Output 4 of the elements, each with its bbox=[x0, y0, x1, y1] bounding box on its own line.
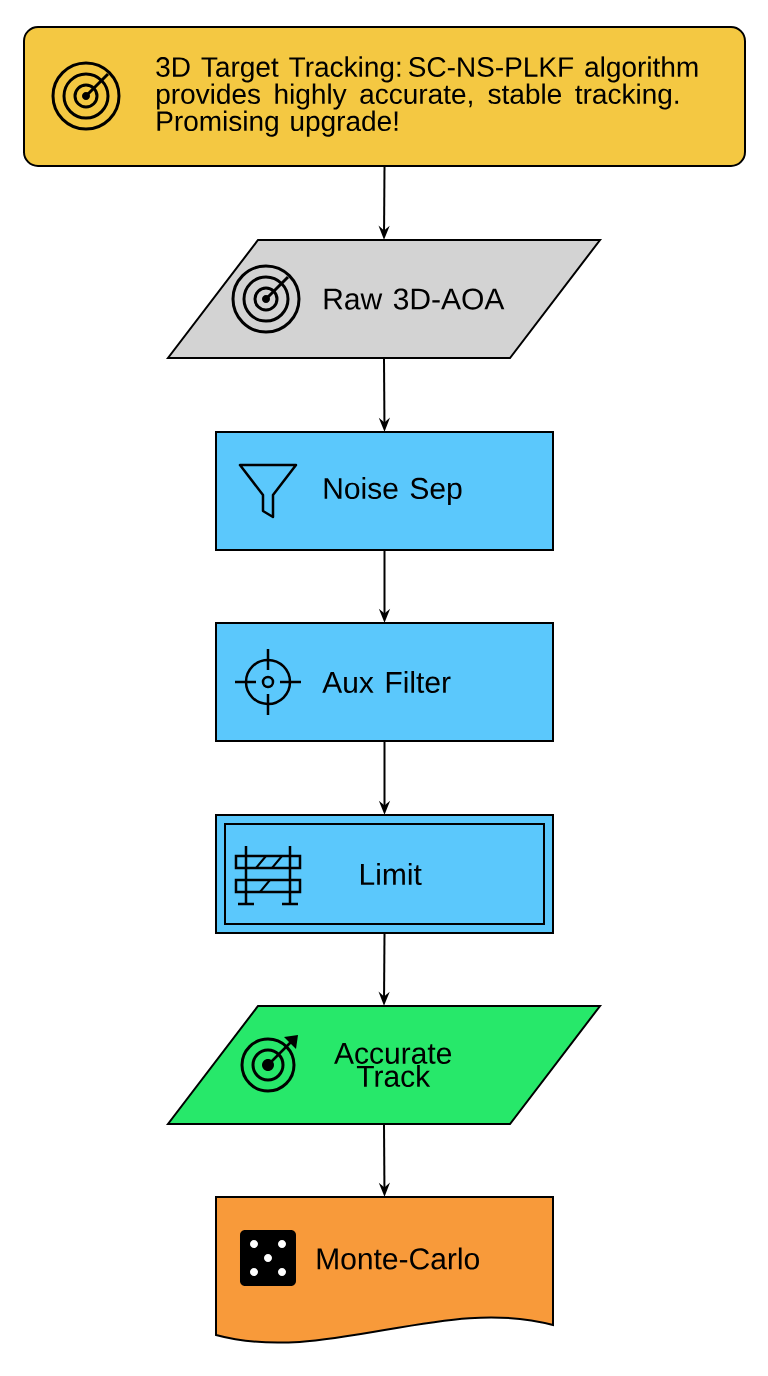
process-box: Noise Sep bbox=[215, 431, 554, 551]
subprocess-box: Limit bbox=[215, 814, 554, 934]
process-box: Aux Filter bbox=[215, 622, 554, 742]
title-box: 3D Target Tracking: SC-NS-PLKF algorithm provides highly accurate, stable tracking. Promising upgrade! bbox=[23, 26, 746, 167]
